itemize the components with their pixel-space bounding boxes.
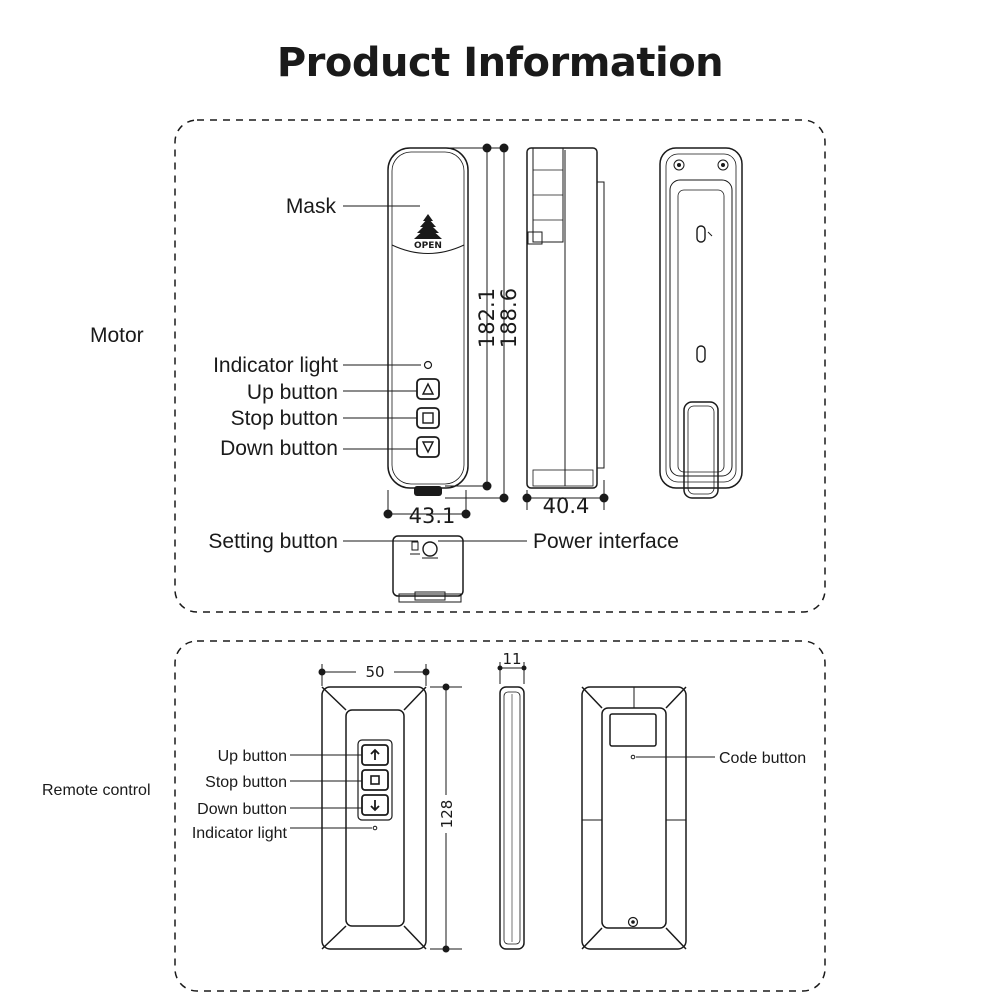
down-triangle-icon — [421, 441, 435, 454]
remote-stop-button-label: Stop button — [205, 774, 287, 791]
remote-indicator-light-icon — [372, 825, 378, 831]
remote-section-border — [174, 640, 826, 992]
setting-button-label: Setting button — [208, 530, 338, 553]
remote-front-view — [321, 686, 427, 950]
motor-height-dimension — [445, 143, 509, 503]
motor-down-button — [416, 436, 440, 458]
code-button-label: Code button — [719, 750, 806, 767]
remote-height-dimension-label: 128 — [438, 800, 456, 829]
open-chevron-icon — [414, 214, 442, 239]
motor-width-dimension — [383, 490, 471, 519]
outer-height-dimension-label: 188.6 — [497, 288, 521, 348]
remote-side-view — [499, 686, 525, 950]
remote-up-button-label: Up button — [218, 748, 287, 765]
remote-depth-dimension — [497, 662, 527, 684]
page-title: Product Information — [276, 40, 724, 86]
remote-down-button-label: Down button — [197, 801, 287, 818]
width-dimension-label: 43.1 — [409, 504, 456, 528]
remote-depth-dimension-label: 11 — [502, 650, 521, 668]
remote-back-view — [581, 686, 687, 950]
motor-back-view — [659, 147, 743, 499]
motor-side-view — [526, 147, 605, 489]
remote-stop-button — [361, 769, 389, 791]
power-interface-label: Power interface — [533, 530, 679, 553]
remote-indicator-light-label: Indicator light — [192, 825, 288, 842]
remote-up-button — [361, 744, 389, 766]
stop-square-icon — [422, 412, 434, 424]
remote-width-dimension-label: 50 — [365, 663, 384, 681]
remote-height-dimension — [430, 683, 462, 953]
motor-indicator-light-icon — [423, 360, 433, 370]
motor-front-view — [387, 147, 469, 496]
remote-section-label: Remote control — [42, 782, 151, 799]
motor-depth-dimension — [522, 480, 609, 510]
indicator-light-label: Indicator light — [213, 354, 338, 377]
motor-up-button — [416, 378, 440, 400]
remote-width-dimension — [318, 664, 430, 686]
stop-button-label: Stop button — [231, 407, 338, 430]
code-button-icon — [630, 754, 636, 760]
motor-section-label: Motor — [90, 324, 144, 347]
up-button-label: Up button — [247, 381, 338, 404]
up-triangle-icon — [421, 382, 435, 395]
open-text: OPEN — [414, 241, 442, 251]
down-button-label: Down button — [220, 437, 338, 460]
motor-section-border — [174, 119, 826, 613]
motor-connector-view — [392, 535, 464, 603]
power-interface-icon — [422, 541, 438, 557]
mask-label: Mask — [286, 195, 337, 218]
remote-down-button — [361, 794, 389, 816]
setting-button-icon — [411, 541, 419, 551]
motor-stop-button — [416, 407, 440, 429]
depth-dimension-label: 40.4 — [543, 494, 590, 518]
inner-height-dimension-label: 182.1 — [475, 288, 499, 348]
